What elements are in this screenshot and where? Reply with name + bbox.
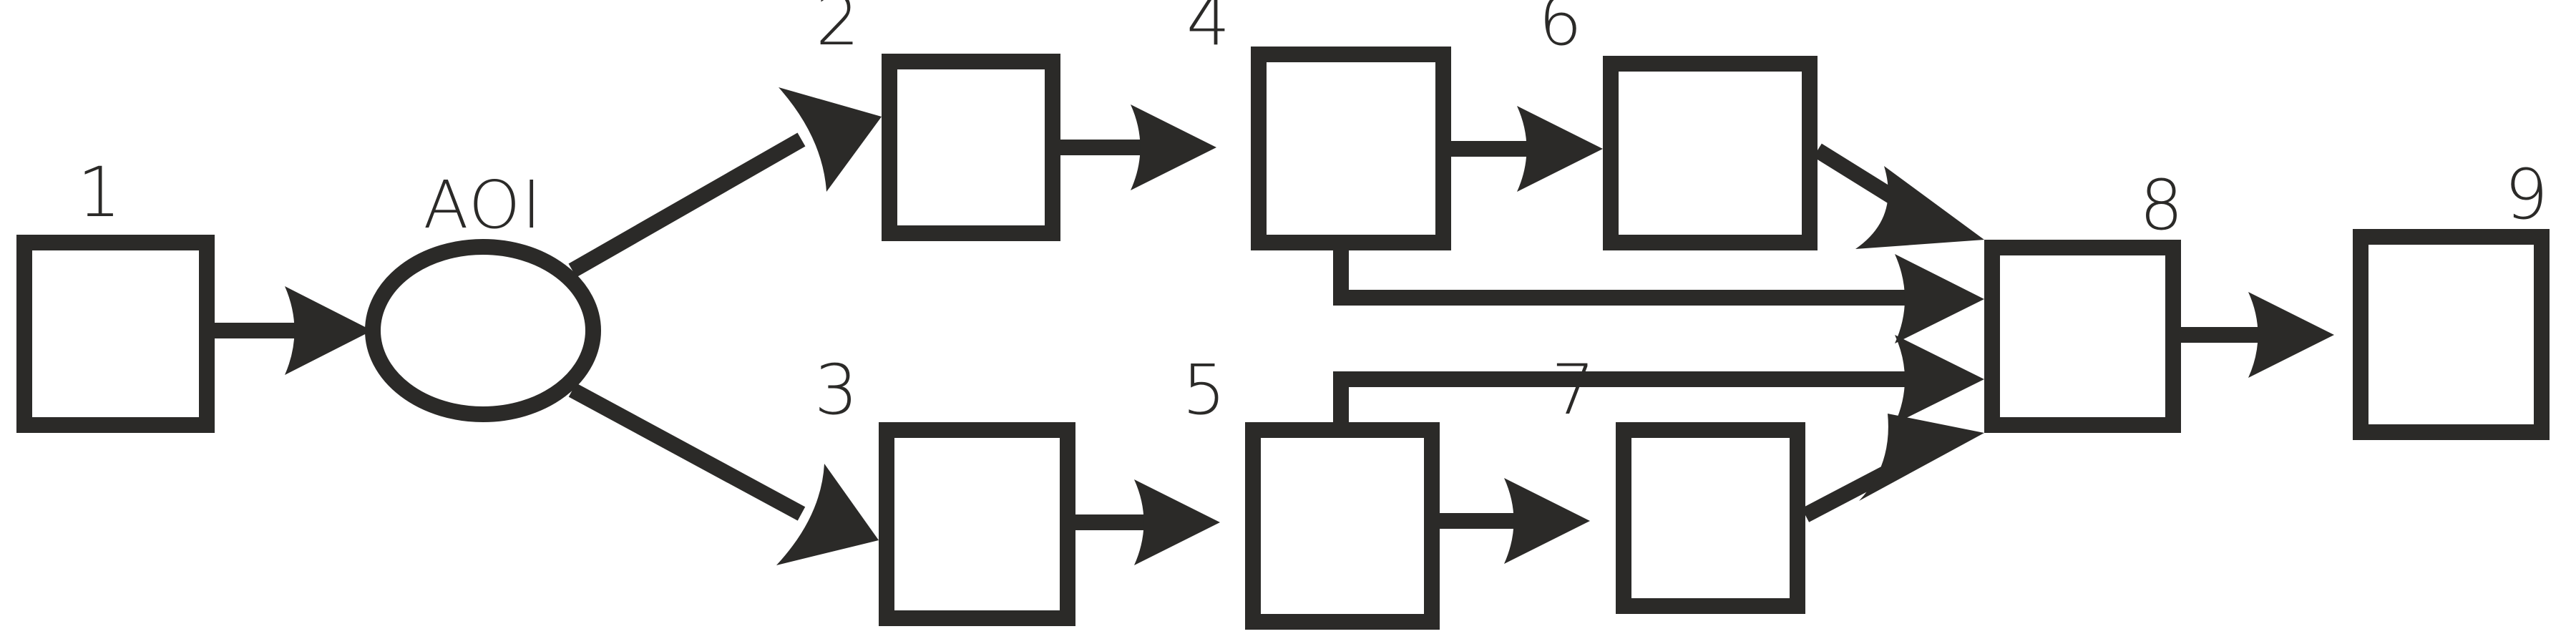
edge-line	[568, 383, 806, 521]
node-box-7[interactable]	[1616, 422, 1805, 614]
node-box-6[interactable]	[1603, 56, 1818, 250]
node-box-8[interactable]	[1984, 240, 2181, 433]
edge-aoi-to-2	[568, 87, 882, 278]
node-box-4[interactable]	[1251, 47, 1451, 250]
node-box-1[interactable]	[16, 235, 215, 433]
node-label-5: 5	[1182, 350, 1226, 430]
node-box-3[interactable]	[879, 422, 1075, 626]
arrow-head-icon	[779, 87, 882, 192]
arrow-head-icon	[1134, 479, 1220, 565]
edge-line	[1333, 250, 1918, 306]
arrow-head-icon	[1855, 166, 1984, 249]
arrow-head-icon	[1131, 104, 1216, 190]
arrow-head-icon	[1517, 106, 1603, 192]
arrow-head-icon	[1859, 414, 1984, 501]
node-box-5[interactable]	[1245, 422, 1440, 630]
arrow-head-icon	[1895, 335, 1984, 424]
node-label-3: 3	[814, 350, 859, 430]
node-label-4: 4	[1186, 0, 1231, 61]
edge-8-to-9	[2181, 292, 2334, 378]
node-box-9[interactable]	[2353, 229, 2550, 440]
edge-4-to-6	[1451, 106, 1603, 192]
node-label-6: 6	[1538, 0, 1583, 61]
node-box-2[interactable]	[882, 54, 1060, 241]
node-label-2: 2	[816, 0, 860, 61]
node-label-9: 9	[2504, 155, 2549, 235]
arrow-head-icon	[1504, 478, 1590, 564]
node-label-7: 7	[1551, 350, 1596, 430]
edge-line	[568, 132, 806, 278]
edge-7-to-8	[1801, 414, 1984, 522]
edge-5-to-7	[1440, 478, 1590, 564]
arrow-head-icon	[285, 286, 372, 375]
node-label-8: 8	[2140, 165, 2184, 245]
arrow-head-icon	[1895, 254, 1984, 343]
node-label-1: 1	[77, 152, 122, 233]
edge-3-to-5	[1075, 479, 1220, 565]
node-label-aoi: AOI	[424, 167, 543, 243]
edge-line	[1333, 371, 1918, 422]
edge-aoi-to-3	[568, 383, 879, 565]
edge-4-to-8-feedback	[1333, 250, 1984, 343]
edge-5-to-8-feedback	[1333, 335, 1984, 424]
arrow-head-icon	[776, 464, 879, 565]
edge-6-to-8	[1813, 143, 1984, 249]
node-ellipse-aoi[interactable]	[365, 239, 601, 422]
edge-1-to-aoi	[215, 286, 372, 375]
arrow-head-icon	[2248, 292, 2334, 378]
edge-2-to-4	[1060, 104, 1216, 190]
